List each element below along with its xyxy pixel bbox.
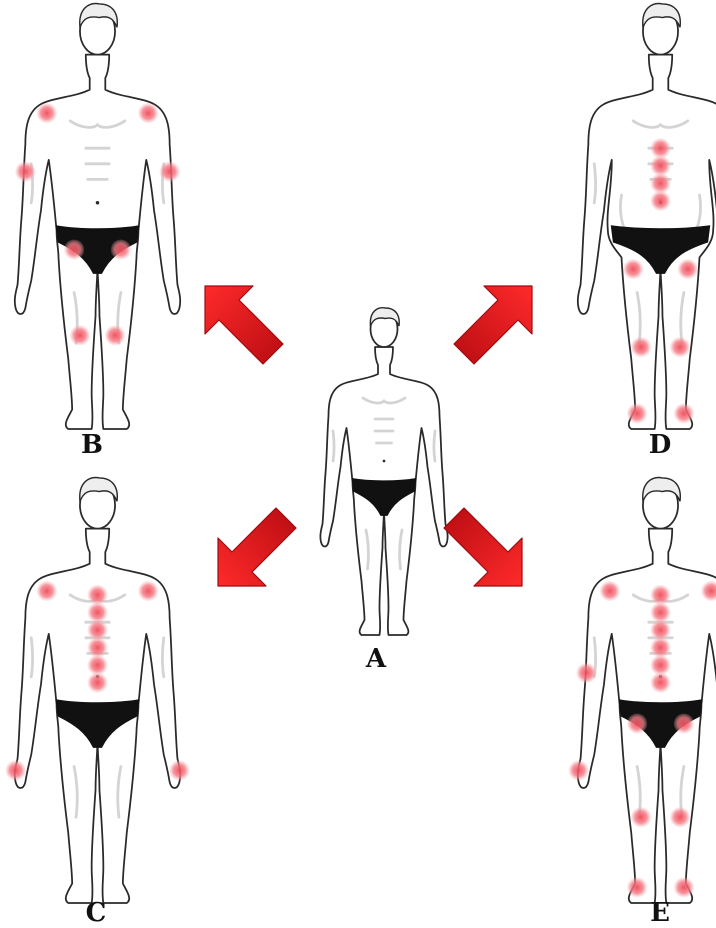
pain-spot — [138, 581, 158, 601]
pain-spot — [670, 807, 690, 827]
pain-spot — [87, 655, 107, 675]
pain-spot — [37, 581, 57, 601]
pain-spot — [64, 239, 84, 259]
pain-spot — [169, 760, 189, 780]
figure-e — [568, 478, 716, 903]
label-d: D — [640, 432, 680, 458]
pain-spot — [674, 713, 694, 733]
figure-d — [578, 4, 716, 429]
pain-spot — [678, 259, 698, 279]
pain-spot — [111, 239, 131, 259]
arrow-down-right-icon — [444, 508, 522, 586]
pain-spot — [160, 161, 180, 181]
pain-spot — [87, 602, 107, 622]
pain-spot — [650, 673, 670, 693]
pain-spot — [627, 403, 647, 423]
pain-spot — [631, 337, 651, 357]
arrow-down-left-icon — [218, 508, 296, 586]
pain-spot — [631, 807, 651, 827]
pain-spot — [650, 620, 670, 640]
pain-spot — [650, 637, 670, 657]
pain-spot — [87, 585, 107, 605]
figure-c — [5, 478, 189, 903]
pain-spot — [576, 663, 596, 683]
pain-spot — [70, 325, 90, 345]
pain-spot — [627, 877, 647, 897]
pain-spot — [105, 325, 125, 345]
label-a: A — [356, 646, 396, 672]
figure-b — [15, 4, 180, 429]
label-e: E — [640, 900, 680, 926]
pain-spot — [15, 161, 35, 181]
pain-spot — [5, 760, 25, 780]
arrow-up-left-icon — [205, 286, 283, 364]
pain-spot — [623, 259, 643, 279]
pain-spot — [650, 602, 670, 622]
label-c: C — [76, 900, 116, 926]
pain-spot — [568, 760, 588, 780]
pain-spot — [138, 103, 158, 123]
pain-spot — [650, 173, 670, 193]
pain-spot — [37, 103, 57, 123]
pain-spot — [650, 138, 670, 158]
pain-spot — [650, 156, 670, 176]
pain-spot — [670, 337, 690, 357]
pain-spot — [87, 637, 107, 657]
pain-spot — [674, 877, 694, 897]
pain-spot — [650, 655, 670, 675]
pain-spot — [627, 713, 647, 733]
figure-a — [320, 308, 447, 635]
pain-spot — [674, 403, 694, 423]
pain-spot — [87, 620, 107, 640]
pain-spot — [650, 191, 670, 211]
pain-spot — [87, 673, 107, 693]
pain-spot — [600, 581, 620, 601]
arrow-up-right-icon — [454, 286, 532, 364]
pain-spot — [650, 585, 670, 605]
label-b: B — [72, 432, 112, 458]
